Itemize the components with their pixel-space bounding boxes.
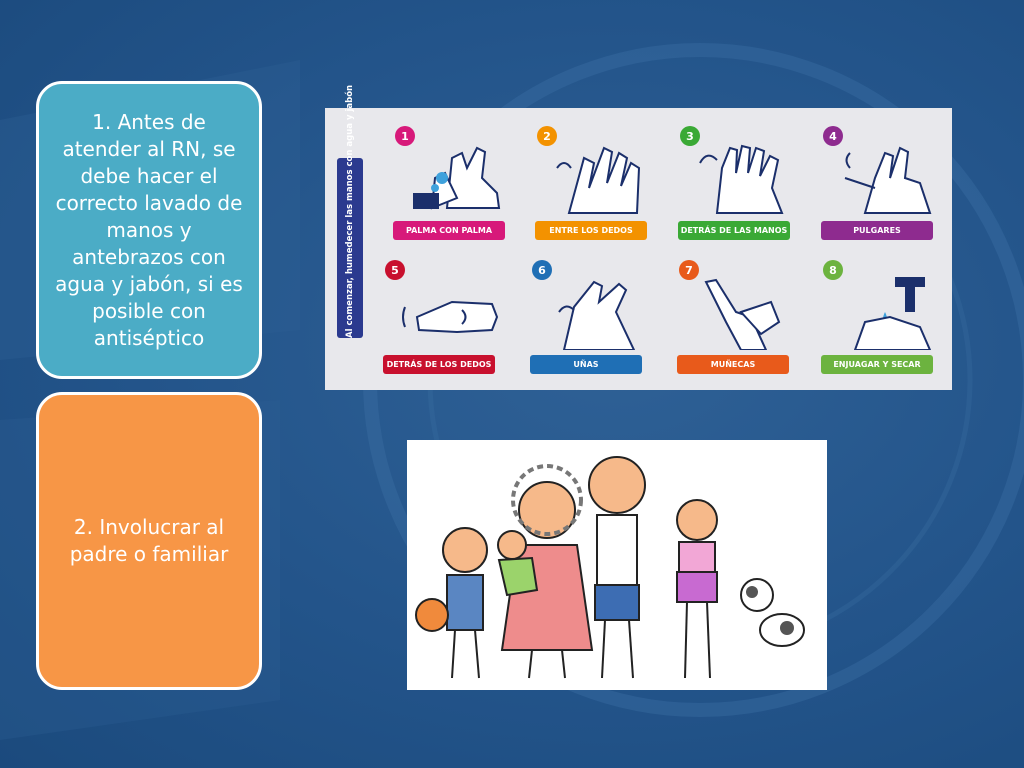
side-instruction-banner: Al comenzar, humedecer las manos con agu… xyxy=(337,84,363,338)
step-number: 4 xyxy=(823,126,843,146)
step-label: MUÑECAS xyxy=(677,355,789,374)
step-number: 1 xyxy=(395,126,415,146)
step-label: PULGARES xyxy=(821,221,933,240)
thumbs-icon xyxy=(844,146,932,214)
step-number: 5 xyxy=(385,260,405,280)
step-2: 2 ENTRE LOS DEDOS xyxy=(535,124,665,242)
handwashing-infographic: Al comenzar, humedecer las manos con agu… xyxy=(325,84,952,390)
wrists-icon xyxy=(704,278,781,350)
side-instruction-text: Al comenzar, humedecer las manos con agu… xyxy=(345,84,355,338)
step-1: 1 PALMA CON PALMA xyxy=(393,124,523,242)
step-label: PALMA CON PALMA xyxy=(393,221,505,240)
family-illustration xyxy=(415,456,805,679)
step2-card: 2. Involucrar al padre o familiar xyxy=(36,392,262,690)
step-3: 3 DETRÁS DE LAS MANOS xyxy=(678,124,808,242)
step-6: 6 UÑAS xyxy=(530,258,660,376)
between-fingers-icon xyxy=(556,146,641,214)
family-drawing xyxy=(407,440,827,690)
step-number: 3 xyxy=(680,126,700,146)
step1-card: 1. Antes de atender al RN, se debe hacer… xyxy=(36,81,262,379)
back-of-fingers-icon xyxy=(402,300,499,334)
nails-icon xyxy=(558,280,636,350)
step-number: 2 xyxy=(537,126,557,146)
step-4: 4 PULGARES xyxy=(821,124,951,242)
step-number: 6 xyxy=(532,260,552,280)
step-number: 7 xyxy=(679,260,699,280)
step1-text: 1. Antes de atender al RN, se debe hacer… xyxy=(55,109,243,350)
step-label: ENTRE LOS DEDOS xyxy=(535,221,647,240)
rinse-and-dry-icon xyxy=(853,277,932,350)
step-label: UÑAS xyxy=(530,355,642,374)
step-8: 8 ENJUAGAR Y SECAR xyxy=(821,258,951,376)
step-label: DETRÁS DE LOS DEDOS xyxy=(383,355,495,374)
step2-text: 2. Involucrar al padre o familiar xyxy=(69,515,229,566)
step-5: 5 DETRÁS DE LOS DEDOS xyxy=(383,258,513,376)
step-7: 7 MUÑECAS xyxy=(677,258,807,376)
step-label: ENJUAGAR Y SECAR xyxy=(821,355,933,374)
step-number: 8 xyxy=(823,260,843,280)
back-of-hands-icon xyxy=(699,144,784,214)
palm-to-palm-icon xyxy=(413,146,501,210)
step-label: DETRÁS DE LAS MANOS xyxy=(678,221,790,240)
